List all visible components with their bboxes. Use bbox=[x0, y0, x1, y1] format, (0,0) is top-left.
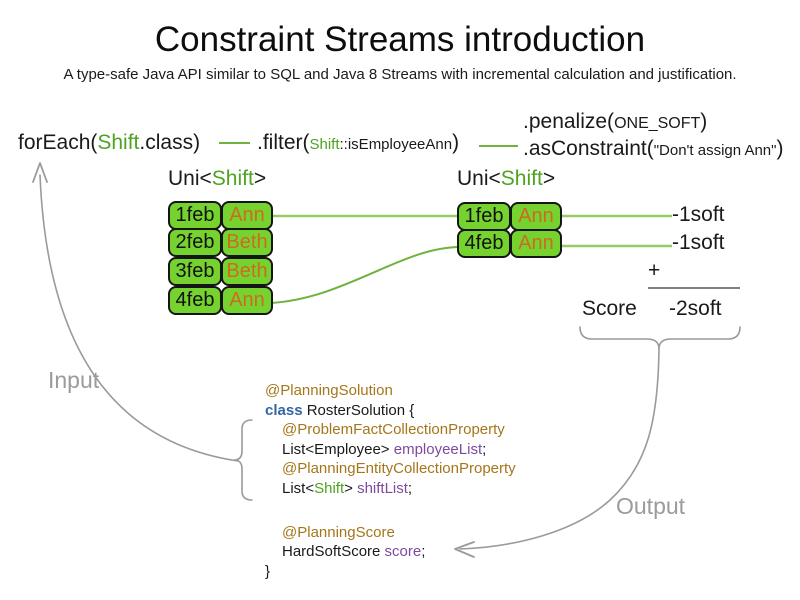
output-arrow-curve bbox=[459, 348, 660, 550]
shift-date-cell: 1feb bbox=[457, 202, 511, 231]
shift-date-cell: 4feb bbox=[168, 286, 222, 315]
shift-employee-cell: Ann bbox=[510, 229, 562, 258]
input-label: Input bbox=[48, 367, 100, 393]
shift-employee-cell: Ann bbox=[510, 202, 562, 231]
score-total: -2soft bbox=[669, 297, 722, 320]
score-underbrace bbox=[579, 326, 741, 350]
table-row: 2feb Beth bbox=[168, 228, 273, 259]
input-arrow-curve bbox=[39, 174, 239, 462]
row-connector-4feb-curve bbox=[269, 246, 461, 304]
code-closing-brace: } bbox=[265, 562, 271, 580]
plus-sign: + bbox=[648, 259, 661, 282]
page-subtitle: A type-safe Java API similar to SQL and … bbox=[63, 66, 737, 83]
right-stream-table: 1feb Ann 4feb Ann bbox=[457, 202, 562, 260]
asconstraint-arg: "Don't assign Ann" bbox=[653, 142, 777, 159]
shift-date-cell: 2feb bbox=[168, 228, 222, 257]
output-label: Output bbox=[616, 493, 686, 519]
table-row: 4feb Ann bbox=[168, 286, 273, 317]
table-row: 1feb Ann bbox=[457, 202, 562, 231]
table-row: 3feb Beth bbox=[168, 257, 273, 288]
shift-employee-cell: Ann bbox=[221, 286, 273, 315]
code-annotation-score: @PlanningScore bbox=[282, 523, 395, 541]
shift-date-cell: 4feb bbox=[457, 229, 511, 258]
score-label: Score bbox=[582, 297, 637, 320]
code-class-declaration: class RosterSolution { bbox=[265, 401, 415, 419]
shift-date-cell: 3feb bbox=[168, 257, 222, 286]
penalize-arg: ONE_SOFT bbox=[614, 115, 701, 132]
code-fact-field: List<Employee> employeeList; bbox=[282, 440, 487, 458]
code-score-field: HardSoftScore score; bbox=[282, 543, 426, 561]
penalize-call: .penalize(ONE_SOFT) bbox=[523, 110, 708, 133]
left-stream-table: 1feb Ann 2feb Beth 3feb Beth 4feb Ann bbox=[168, 201, 273, 317]
input-arrowhead-icon bbox=[32, 162, 48, 183]
shift-employee-cell: Ann bbox=[221, 201, 273, 230]
filter-arg-type: Shift bbox=[309, 136, 340, 153]
asconstraint-call: .asConstraint("Don't assign Ann") bbox=[523, 137, 784, 160]
output-arrowhead-icon bbox=[454, 541, 475, 558]
right-stream-header: Uni<Shift> bbox=[457, 167, 556, 190]
foreach-type: Shift bbox=[97, 131, 140, 154]
table-row: 1feb Ann bbox=[168, 201, 273, 230]
code-annotation-entity: @PlanningEntityCollectionProperty bbox=[282, 460, 516, 478]
penalty-value: -1soft bbox=[672, 231, 725, 254]
code-annotation-solution: @PlanningSolution bbox=[265, 382, 393, 399]
code-entity-field: List<Shift> shiftList; bbox=[282, 479, 413, 497]
page-title: Constraint Streams introduction bbox=[154, 20, 646, 59]
foreach-call: forEach(Shift.class) bbox=[18, 131, 201, 154]
code-blank-line bbox=[265, 499, 516, 523]
filter-call: .filter(Shift::isEmployeeAnn) bbox=[257, 131, 460, 154]
table-row: 4feb Ann bbox=[457, 229, 562, 260]
roster-solution-code: @PlanningSolution class RosterSolution {… bbox=[265, 381, 516, 581]
penalty-value: -1soft bbox=[672, 203, 725, 226]
shift-employee-cell: Beth bbox=[221, 228, 273, 257]
shift-date-cell: 1feb bbox=[168, 201, 222, 230]
code-annotation-fact: @ProblemFactCollectionProperty bbox=[282, 421, 505, 439]
left-stream-header: Uni<Shift> bbox=[168, 167, 267, 190]
shift-employee-cell: Beth bbox=[221, 257, 273, 286]
